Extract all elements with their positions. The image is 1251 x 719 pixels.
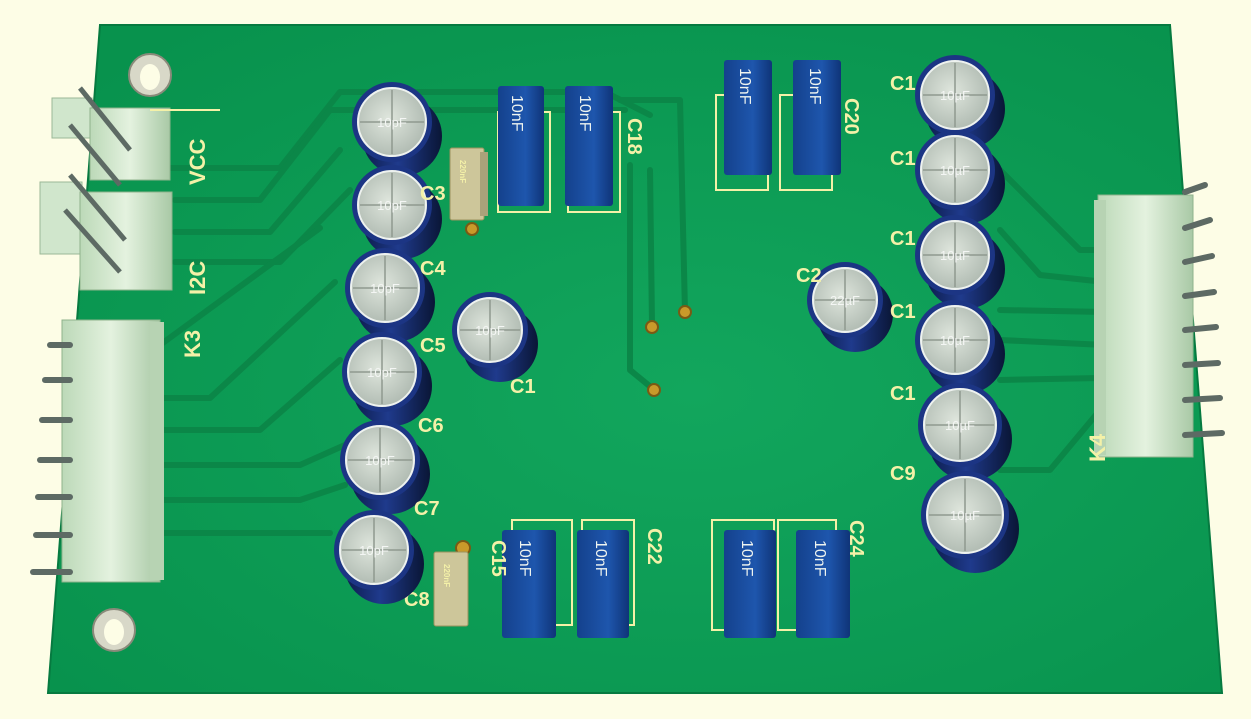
- film-cap-bot2[interactable]: 10nF C22: [577, 519, 665, 638]
- connector-i2c-label: I2C: [185, 261, 210, 295]
- electrolytic-capacitors: 10pF C1 10pF 10pF C3 10pF C4 10pF C5 10pF C6 10pF C7…: [334, 55, 1019, 604]
- film-cap-bot4[interactable]: 10nF C24: [777, 519, 867, 638]
- cap-ref-label: C5: [420, 335, 446, 357]
- electrolytic-cap-right3[interactable]: 10µF C1: [890, 215, 1005, 309]
- via: [645, 320, 659, 334]
- electrolytic-cap-right6[interactable]: 10µF C9: [890, 463, 1019, 573]
- electrolytic-cap-c1[interactable]: 10pF C1: [452, 292, 538, 398]
- svg-text:C20: C20: [840, 98, 862, 135]
- svg-text:220nF: 220nF: [458, 160, 467, 183]
- electrolytic-cap-c2[interactable]: 22µF C2: [796, 262, 893, 352]
- connector-k4[interactable]: K4: [1085, 182, 1225, 462]
- cap-value-label: 10pF: [377, 115, 407, 130]
- electrolytic-cap-right5[interactable]: 10µF C1: [890, 383, 1012, 481]
- small-cap-top[interactable]: 220nF: [449, 147, 488, 221]
- cap-value-label: 10pF: [377, 198, 407, 213]
- electrolytic-cap-left6[interactable]: 10pF C7: [334, 498, 440, 604]
- mounting-hole-bottom: [92, 608, 136, 652]
- via: [647, 383, 661, 397]
- cap-value-label: 10µF: [945, 418, 975, 433]
- svg-text:10nF: 10nF: [806, 68, 823, 105]
- connector-i2c[interactable]: I2C: [39, 173, 210, 295]
- connector-vcc[interactable]: VCC: [51, 86, 220, 187]
- cap-value-label: 10µF: [940, 88, 970, 103]
- cap-value-label: 10µF: [940, 248, 970, 263]
- cap-value-label: 22µF: [830, 293, 860, 308]
- film-cap-top2[interactable]: 10nF C18: [565, 86, 645, 213]
- svg-text:10nF: 10nF: [508, 95, 525, 132]
- electrolytic-cap-left3[interactable]: 10pF C4: [345, 248, 446, 342]
- cap-ref-label: C1: [890, 73, 916, 95]
- film-cap-top1[interactable]: 10nF: [497, 86, 551, 213]
- cap-ref-label: C4: [420, 258, 446, 280]
- connector-k3[interactable]: K3: [30, 319, 205, 583]
- connector-k4-label: K4: [1085, 433, 1110, 462]
- cap-value-label: 10pF: [475, 323, 505, 338]
- cap-ref-label: C1: [890, 148, 916, 170]
- via: [678, 305, 692, 319]
- electrolytic-cap-left1[interactable]: 10pF: [352, 82, 442, 176]
- copper-traces: [157, 89, 1108, 536]
- small-cap-bottom[interactable]: 220nF C8: [404, 540, 471, 627]
- svg-text:C24: C24: [845, 520, 867, 558]
- electrolytic-cap-left4[interactable]: 10pF C5: [342, 332, 446, 426]
- cap-value-label: 10pF: [367, 365, 397, 380]
- via: [465, 222, 479, 236]
- electrolytic-cap-left5[interactable]: 10pF C6: [340, 415, 444, 514]
- cap-value-label: 10µF: [940, 333, 970, 348]
- cap-value-label: 10pF: [365, 453, 395, 468]
- svg-text:10nF: 10nF: [576, 95, 593, 132]
- film-cap-top4[interactable]: 10nF C20: [779, 60, 862, 191]
- svg-text:220nF: 220nF: [442, 564, 451, 587]
- film-cap-bot1[interactable]: 10nF C15: [487, 519, 573, 638]
- cap-ref-label: C1: [890, 228, 916, 250]
- svg-text:10nF: 10nF: [592, 540, 609, 577]
- cap-ref-label: C6: [418, 415, 444, 437]
- connector-k3-label: K3: [180, 330, 205, 358]
- svg-text:10nF: 10nF: [738, 540, 755, 577]
- svg-text:C15: C15: [487, 540, 509, 577]
- svg-text:10nF: 10nF: [811, 540, 828, 577]
- svg-text:10nF: 10nF: [736, 68, 753, 105]
- film-cap-top3[interactable]: 10nF: [715, 60, 772, 191]
- mounting-hole-top: [128, 53, 172, 97]
- cap-ref-label: C1: [890, 301, 916, 323]
- cap-ref-label: C3: [420, 183, 446, 205]
- svg-text:C8: C8: [404, 589, 430, 611]
- connector-vcc-label: VCC: [185, 138, 210, 185]
- cap-ref-label: C1: [510, 376, 536, 398]
- svg-text:C18: C18: [623, 118, 645, 155]
- electrolytic-cap-right1[interactable]: 10µF C1: [890, 55, 1005, 149]
- electrolytic-cap-right2[interactable]: 10µF C1: [890, 130, 1005, 224]
- electrolytic-cap-right4[interactable]: 10µF C1: [890, 300, 1005, 394]
- cap-ref-label: C1: [890, 383, 916, 405]
- svg-text:10nF: 10nF: [516, 540, 533, 577]
- cap-ref-label: C2: [796, 265, 822, 287]
- cap-ref-label: C9: [890, 463, 916, 485]
- svg-text:C22: C22: [643, 528, 665, 565]
- cap-value-label: 10pF: [359, 543, 389, 558]
- cap-value-label: 10µF: [950, 508, 980, 523]
- cap-ref-label: C7: [414, 498, 440, 520]
- film-cap-bot3[interactable]: 10nF: [711, 519, 776, 638]
- cap-value-label: 10pF: [370, 281, 400, 296]
- electrolytic-cap-left2[interactable]: 10pF C3: [352, 165, 446, 259]
- cap-value-label: 10µF: [940, 163, 970, 178]
